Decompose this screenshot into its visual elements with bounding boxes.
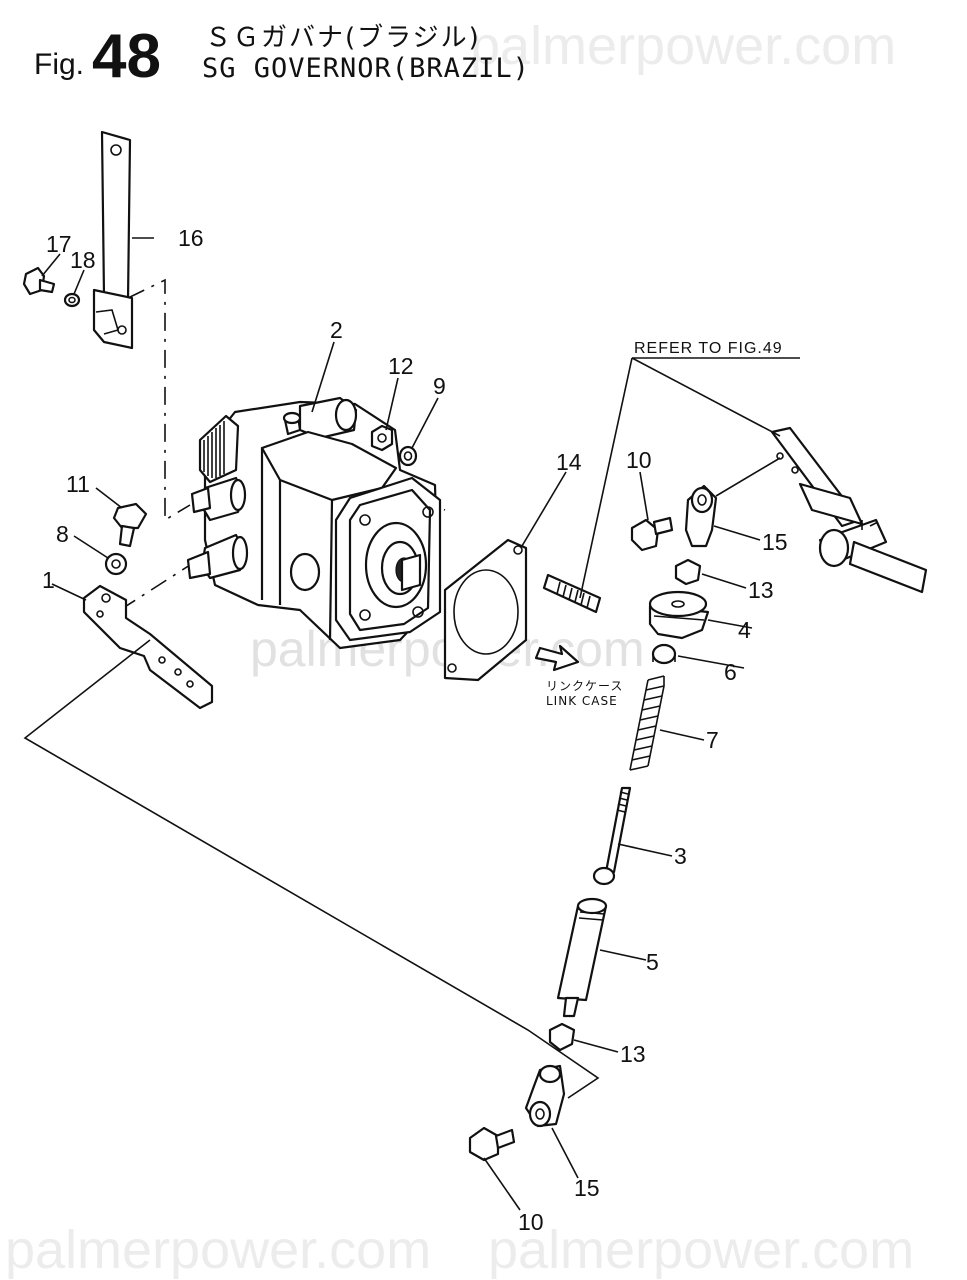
callout-2: 2 — [330, 317, 343, 343]
part-6-washer — [651, 643, 677, 665]
watermark-bottom-left: palmerpower.com — [5, 1220, 431, 1280]
title-japanese: ＳＧガバナ(ブラジル) — [205, 23, 481, 53]
part-13-upper-nut — [674, 558, 702, 586]
title-english: SG GOVERNOR(BRAZIL) — [202, 53, 530, 84]
refer-note: REFER TO FIG.49 — [634, 340, 783, 357]
part-11-bolt — [112, 502, 148, 548]
callout-7: 7 — [706, 727, 719, 753]
watermark-top: palmerpower.com — [470, 16, 896, 76]
callout-15-lower: 15 — [574, 1175, 600, 1201]
callout-3: 3 — [674, 843, 687, 869]
link-case-en: LINK CASE — [546, 694, 618, 708]
fig49-linkage — [770, 426, 928, 594]
part-13-lower-nut — [548, 1022, 576, 1052]
callout-4: 4 — [738, 617, 751, 643]
callout-13-lower: 13 — [620, 1041, 646, 1067]
part-9-washer — [398, 445, 418, 467]
part-1-lever-arm — [82, 584, 214, 710]
part-15-upper-rod-end — [684, 457, 781, 548]
part-3-rod — [592, 786, 632, 886]
callout-8: 8 — [56, 521, 69, 547]
part-18-washer — [63, 292, 81, 308]
callout-11: 11 — [66, 471, 90, 497]
link-case-arrow — [534, 644, 580, 672]
part-7-spring — [629, 675, 665, 771]
callout-10-lower: 10 — [518, 1209, 544, 1235]
callout-1: 1 — [42, 567, 55, 593]
part-5-sleeve — [556, 897, 608, 1018]
watermark-bottom-right: palmerpower.com — [488, 1220, 914, 1280]
part-14-gasket — [443, 538, 528, 682]
callout-14: 14 — [556, 449, 582, 475]
stud-bolt — [542, 573, 602, 614]
callout-13-upper: 13 — [748, 577, 774, 603]
part-16-lever — [92, 130, 134, 350]
callout-10-upper: 10 — [626, 447, 652, 473]
fig-prefix: Fig. — [34, 48, 84, 81]
callout-16: 16 — [178, 225, 204, 251]
callout-17: 17 — [46, 231, 72, 257]
part-10-lower-bolt — [468, 1126, 516, 1162]
part-10-upper-bolt — [630, 516, 674, 552]
part-2-governor-body — [186, 396, 442, 650]
part-12-nut — [370, 424, 394, 452]
callout-9: 9 — [433, 373, 446, 399]
callout-18: 18 — [70, 247, 96, 273]
part-8-washer — [104, 552, 128, 576]
callout-5: 5 — [646, 949, 659, 975]
link-case-jp: リンクケース — [546, 679, 623, 693]
fig-number: 48 — [92, 22, 161, 91]
part-4-cap — [648, 590, 710, 640]
part-15-lower-rod-end — [524, 1064, 566, 1128]
part-17-bolt — [22, 266, 56, 296]
callout-6: 6 — [724, 659, 737, 685]
callout-15-upper: 15 — [762, 529, 788, 555]
callout-12: 12 — [388, 353, 414, 379]
